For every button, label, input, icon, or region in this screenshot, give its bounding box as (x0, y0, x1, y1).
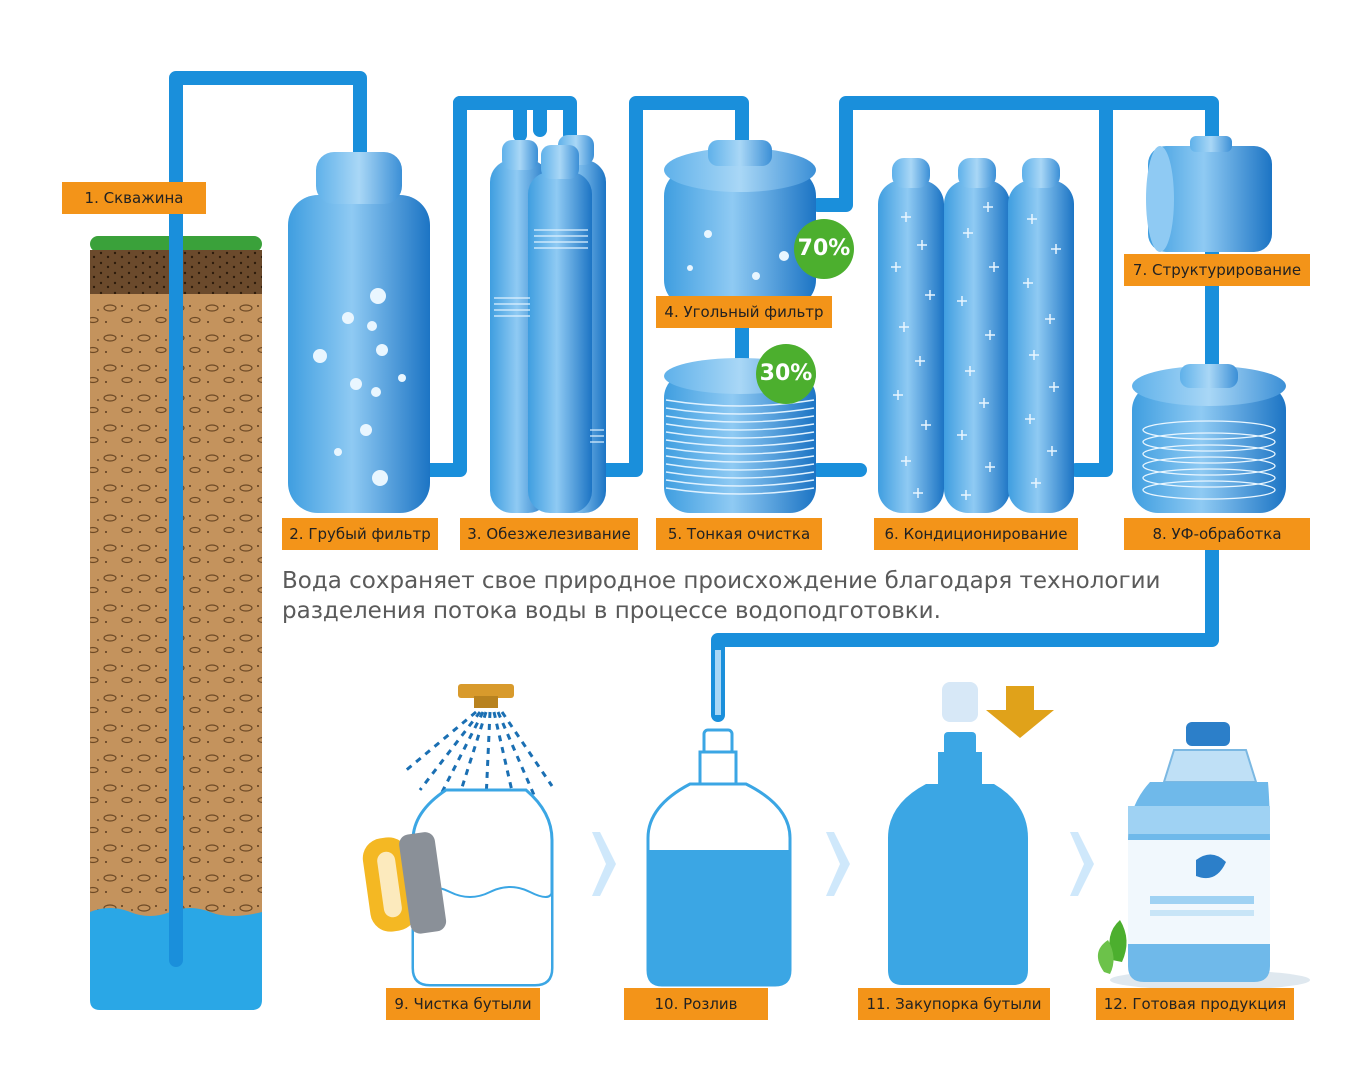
bottle-cleaning (362, 684, 554, 987)
rough-filter-tank (288, 152, 430, 513)
step-label-structuring: 7. Структурирование (1124, 254, 1310, 286)
flow-arrows (592, 832, 1094, 896)
bottle-filling (646, 728, 792, 987)
conditioning-columns (878, 158, 1074, 513)
step-label-carbon-filter: 4. Угольный фильтр (656, 296, 832, 328)
step-label-finished-product: 12. Готовая продукция (1096, 988, 1294, 1020)
step-label-filling: 10. Розлив (624, 988, 768, 1020)
step-label-bottle-cleaning: 9. Чистка бутыли (386, 988, 540, 1020)
step-label-conditioning: 6. Кондиционирование (874, 518, 1078, 550)
structuring-tank (1146, 136, 1272, 252)
step-label-rough-filter: 2. Грубый фильтр (282, 518, 438, 550)
split-badge-lower: 30% (756, 344, 816, 404)
carbon-filter-tank (664, 140, 816, 308)
step-label-iron-removal: 3. Обезжелезивание (460, 518, 638, 550)
caption-line-2: разделения потока воды в процессе водопо… (282, 598, 941, 624)
uv-treatment-tank (1132, 364, 1286, 513)
step-label-well: 1. Скважина (62, 182, 206, 214)
bottle-capping (888, 682, 1054, 985)
bottle-finished (1097, 722, 1310, 990)
caption-line-1: Вода сохраняет свое природное происхожде… (282, 568, 1161, 594)
split-badge-upper: 70% (794, 219, 854, 279)
step-label-uv-treatment: 8. УФ-обработка (1124, 518, 1310, 550)
step-label-capping: 11. Закупорка бутыли (858, 988, 1050, 1020)
step-label-fine-filter: 5. Тонкая очистка (656, 518, 822, 550)
iron-removal-columns (490, 135, 606, 513)
process-caption: Вода сохраняет свое природное происхожде… (282, 566, 1242, 626)
